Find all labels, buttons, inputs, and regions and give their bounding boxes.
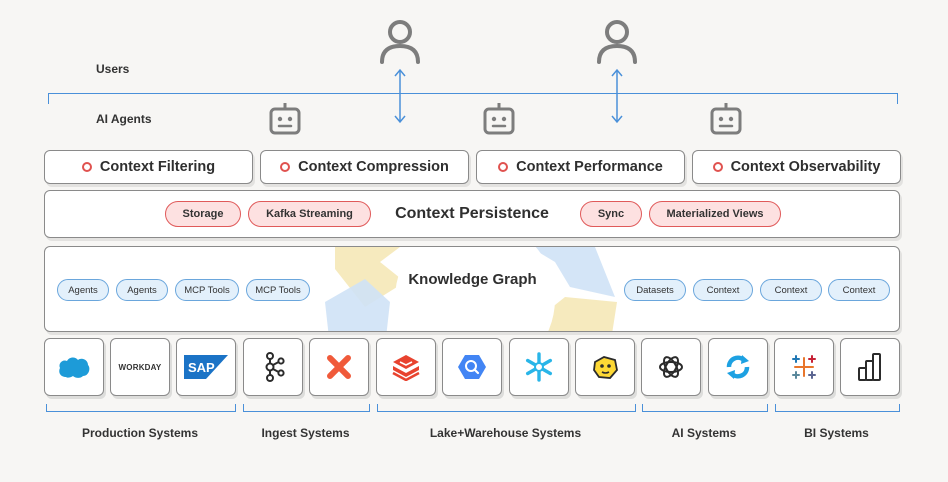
workday-icon: WORKDAY <box>118 362 162 372</box>
ai-agents-tier-label: AI Agents <box>96 112 152 126</box>
bi-systems-label: BI Systems <box>804 426 869 440</box>
ai-systems-bracket <box>642 404 768 412</box>
workday-tile: WORKDAY <box>110 338 170 396</box>
bidirectional-arrow-icon <box>611 68 623 124</box>
context-performance-label: Context Performance <box>516 159 663 175</box>
robot-icon <box>482 101 516 135</box>
robot-icon <box>268 101 302 135</box>
target-icon <box>81 162 92 172</box>
target-icon <box>498 162 509 172</box>
openai-tile <box>641 338 701 396</box>
sync-pill: Sync <box>580 201 642 227</box>
lake-warehouse-bracket <box>377 404 636 412</box>
cycle-arrows-graphic <box>325 247 617 331</box>
target-icon <box>712 162 723 172</box>
mcp-tools-pill: MCP Tools <box>246 279 310 301</box>
mcp-tools-pill: MCP Tools <box>175 279 239 301</box>
powerbi-tile <box>840 338 900 396</box>
production-systems-label: Production Systems <box>81 426 199 440</box>
kafka-tile <box>243 338 303 396</box>
bidirectional-arrow-icon <box>394 68 406 124</box>
airbyte-tile <box>309 338 369 396</box>
bigquery-icon <box>458 355 486 379</box>
hive-tile <box>575 338 635 396</box>
ingest-systems-label: Ingest Systems <box>261 426 350 440</box>
snowflake-icon <box>526 352 552 382</box>
context-pill: Context <box>693 279 753 301</box>
knowledge-graph-title: Knowledge Graph <box>408 271 537 288</box>
context-compression-label: Context Compression <box>298 159 449 175</box>
production-systems-bracket <box>46 404 236 412</box>
snowflake-tile <box>509 338 569 396</box>
tableau-icon <box>792 355 816 379</box>
materialized-views-pill: Materialized Views <box>649 201 781 227</box>
agents-pill: Agents <box>57 279 109 301</box>
context-pill: Context <box>760 279 822 301</box>
storage-pill: Storage <box>165 201 241 227</box>
sap-icon-text: SAP <box>188 360 215 375</box>
databricks-tile <box>376 338 436 396</box>
lake-warehouse-label: Lake+Warehouse Systems <box>429 426 582 440</box>
user-icon <box>378 18 422 64</box>
powerbi-icon <box>858 353 881 381</box>
knowledge-graph-box: Knowledge Graph Agents Agents MCP Tools … <box>44 246 900 332</box>
ai-sync-tile <box>708 338 768 396</box>
context-performance-box: Context Performance <box>476 150 685 184</box>
robot-icon <box>709 101 743 135</box>
agents-pill: Agents <box>116 279 168 301</box>
users-tier-label: Users <box>96 62 130 76</box>
context-persistence-box: Storage Kafka Streaming Context Persiste… <box>44 190 900 238</box>
ai-systems-label: AI Systems <box>671 426 737 440</box>
salesforce-tile <box>44 338 104 396</box>
context-observability-label: Context Observability <box>730 159 881 175</box>
user-icon <box>595 18 639 64</box>
context-observability-box: Context Observability <box>692 150 901 184</box>
salesforce-icon <box>59 357 90 378</box>
agents-bracket <box>48 93 898 104</box>
openai-icon <box>659 356 683 378</box>
hive-icon <box>593 356 618 379</box>
context-filtering-box: Context Filtering <box>44 150 253 184</box>
ai-sync-icon <box>726 355 750 379</box>
airbyte-icon <box>327 355 351 379</box>
context-compression-box: Context Compression <box>260 150 469 184</box>
ingest-systems-bracket <box>243 404 370 412</box>
sap-icon: SAP <box>184 355 228 379</box>
sap-tile: SAP <box>176 338 236 396</box>
databricks-icon <box>392 355 420 381</box>
kafka-icon <box>265 352 285 382</box>
context-persistence-title: Context Persistence <box>395 205 549 222</box>
kafka-streaming-pill: Kafka Streaming <box>248 201 371 227</box>
bi-systems-bracket <box>775 404 900 412</box>
datasets-pill: Datasets <box>624 279 686 301</box>
context-filtering-label: Context Filtering <box>99 159 216 175</box>
context-pill: Context <box>828 279 890 301</box>
tableau-tile <box>774 338 834 396</box>
bigquery-tile <box>442 338 502 396</box>
target-icon <box>280 162 291 172</box>
